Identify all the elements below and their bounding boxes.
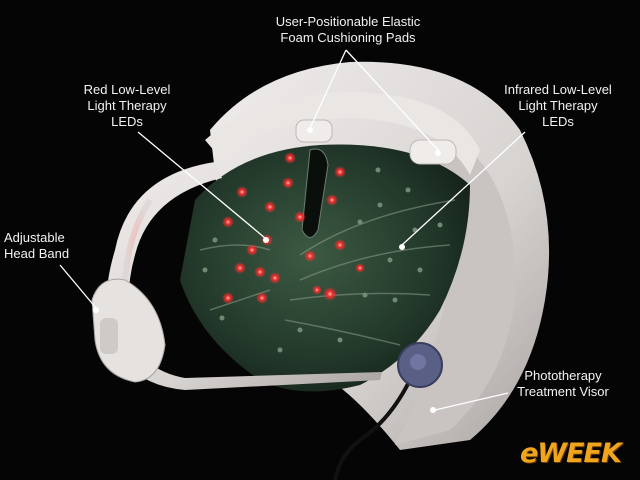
leader-lines: [59, 49, 526, 411]
power-cable: [333, 379, 412, 480]
foam-pad-right: [409, 139, 457, 165]
red-led-array: [222, 152, 365, 304]
ir-led-array: [202, 167, 443, 353]
label-red-leds: Red Low-Level Light Therapy LEDs: [83, 82, 171, 129]
foam-pad-left: [295, 119, 333, 143]
label-cushioning-pads: User-Positionable Elastic Foam Cushionin…: [275, 14, 421, 45]
leader-dots: [93, 127, 441, 413]
visor-side: [395, 150, 516, 445]
label-treatment-visor: Phototherapy Treatment Visor: [517, 368, 609, 399]
eweek-logo: eWEEK: [520, 438, 622, 469]
label-infrared-leds: Infrared Low-Level Light Therapy LEDs: [504, 82, 612, 129]
label-head-band: Adjustable Head Band: [4, 230, 70, 261]
led-panel: [180, 144, 470, 392]
panel-ribs: [199, 199, 456, 346]
band-buckle: [91, 278, 166, 383]
visor-rim: [205, 92, 480, 175]
nose-slot: [301, 148, 329, 238]
